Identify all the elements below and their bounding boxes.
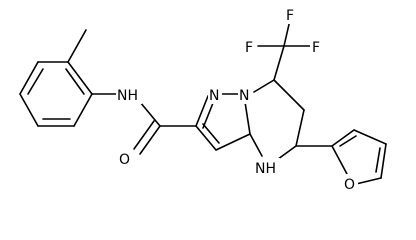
bond xyxy=(215,133,251,151)
atom-o-carbonyl: O xyxy=(119,152,130,168)
bond xyxy=(283,19,291,47)
bond xyxy=(295,109,305,147)
bond xyxy=(244,101,251,135)
bond xyxy=(67,61,93,95)
bond xyxy=(249,133,263,157)
atom-nh-amide: NH xyxy=(117,88,138,104)
bond xyxy=(273,79,305,111)
atom-labels: NH O N N NH O F F F xyxy=(116,6,358,193)
bond xyxy=(195,95,209,127)
atom-n-pyrazole: N xyxy=(209,88,219,104)
atom-o-furan: O xyxy=(344,177,355,193)
bond xyxy=(27,68,44,95)
bond xyxy=(19,93,39,127)
bond xyxy=(375,147,381,173)
bond xyxy=(339,135,357,147)
bond xyxy=(253,79,275,93)
bond xyxy=(73,93,93,127)
bond xyxy=(331,145,348,175)
bond xyxy=(19,61,39,95)
atom-n-bridge: N xyxy=(239,88,249,104)
atom-f-top: F xyxy=(286,8,294,24)
bond xyxy=(195,125,217,151)
atom-f-left: F xyxy=(245,40,253,56)
bond xyxy=(353,129,387,145)
bond xyxy=(65,68,85,95)
bond xyxy=(67,29,87,63)
bond xyxy=(202,123,220,144)
bond xyxy=(355,177,382,185)
bond xyxy=(380,143,387,179)
bond xyxy=(133,120,155,150)
bond-skeleton xyxy=(19,19,387,185)
bond xyxy=(202,102,214,129)
bond xyxy=(273,45,285,81)
atom-f-right: F xyxy=(312,40,320,56)
bond xyxy=(139,125,161,155)
bond xyxy=(139,101,161,127)
molecule-structure: NH O N N NH O F F F xyxy=(19,6,387,193)
bond xyxy=(331,129,355,147)
atom-nh-ring: NH xyxy=(255,161,276,177)
